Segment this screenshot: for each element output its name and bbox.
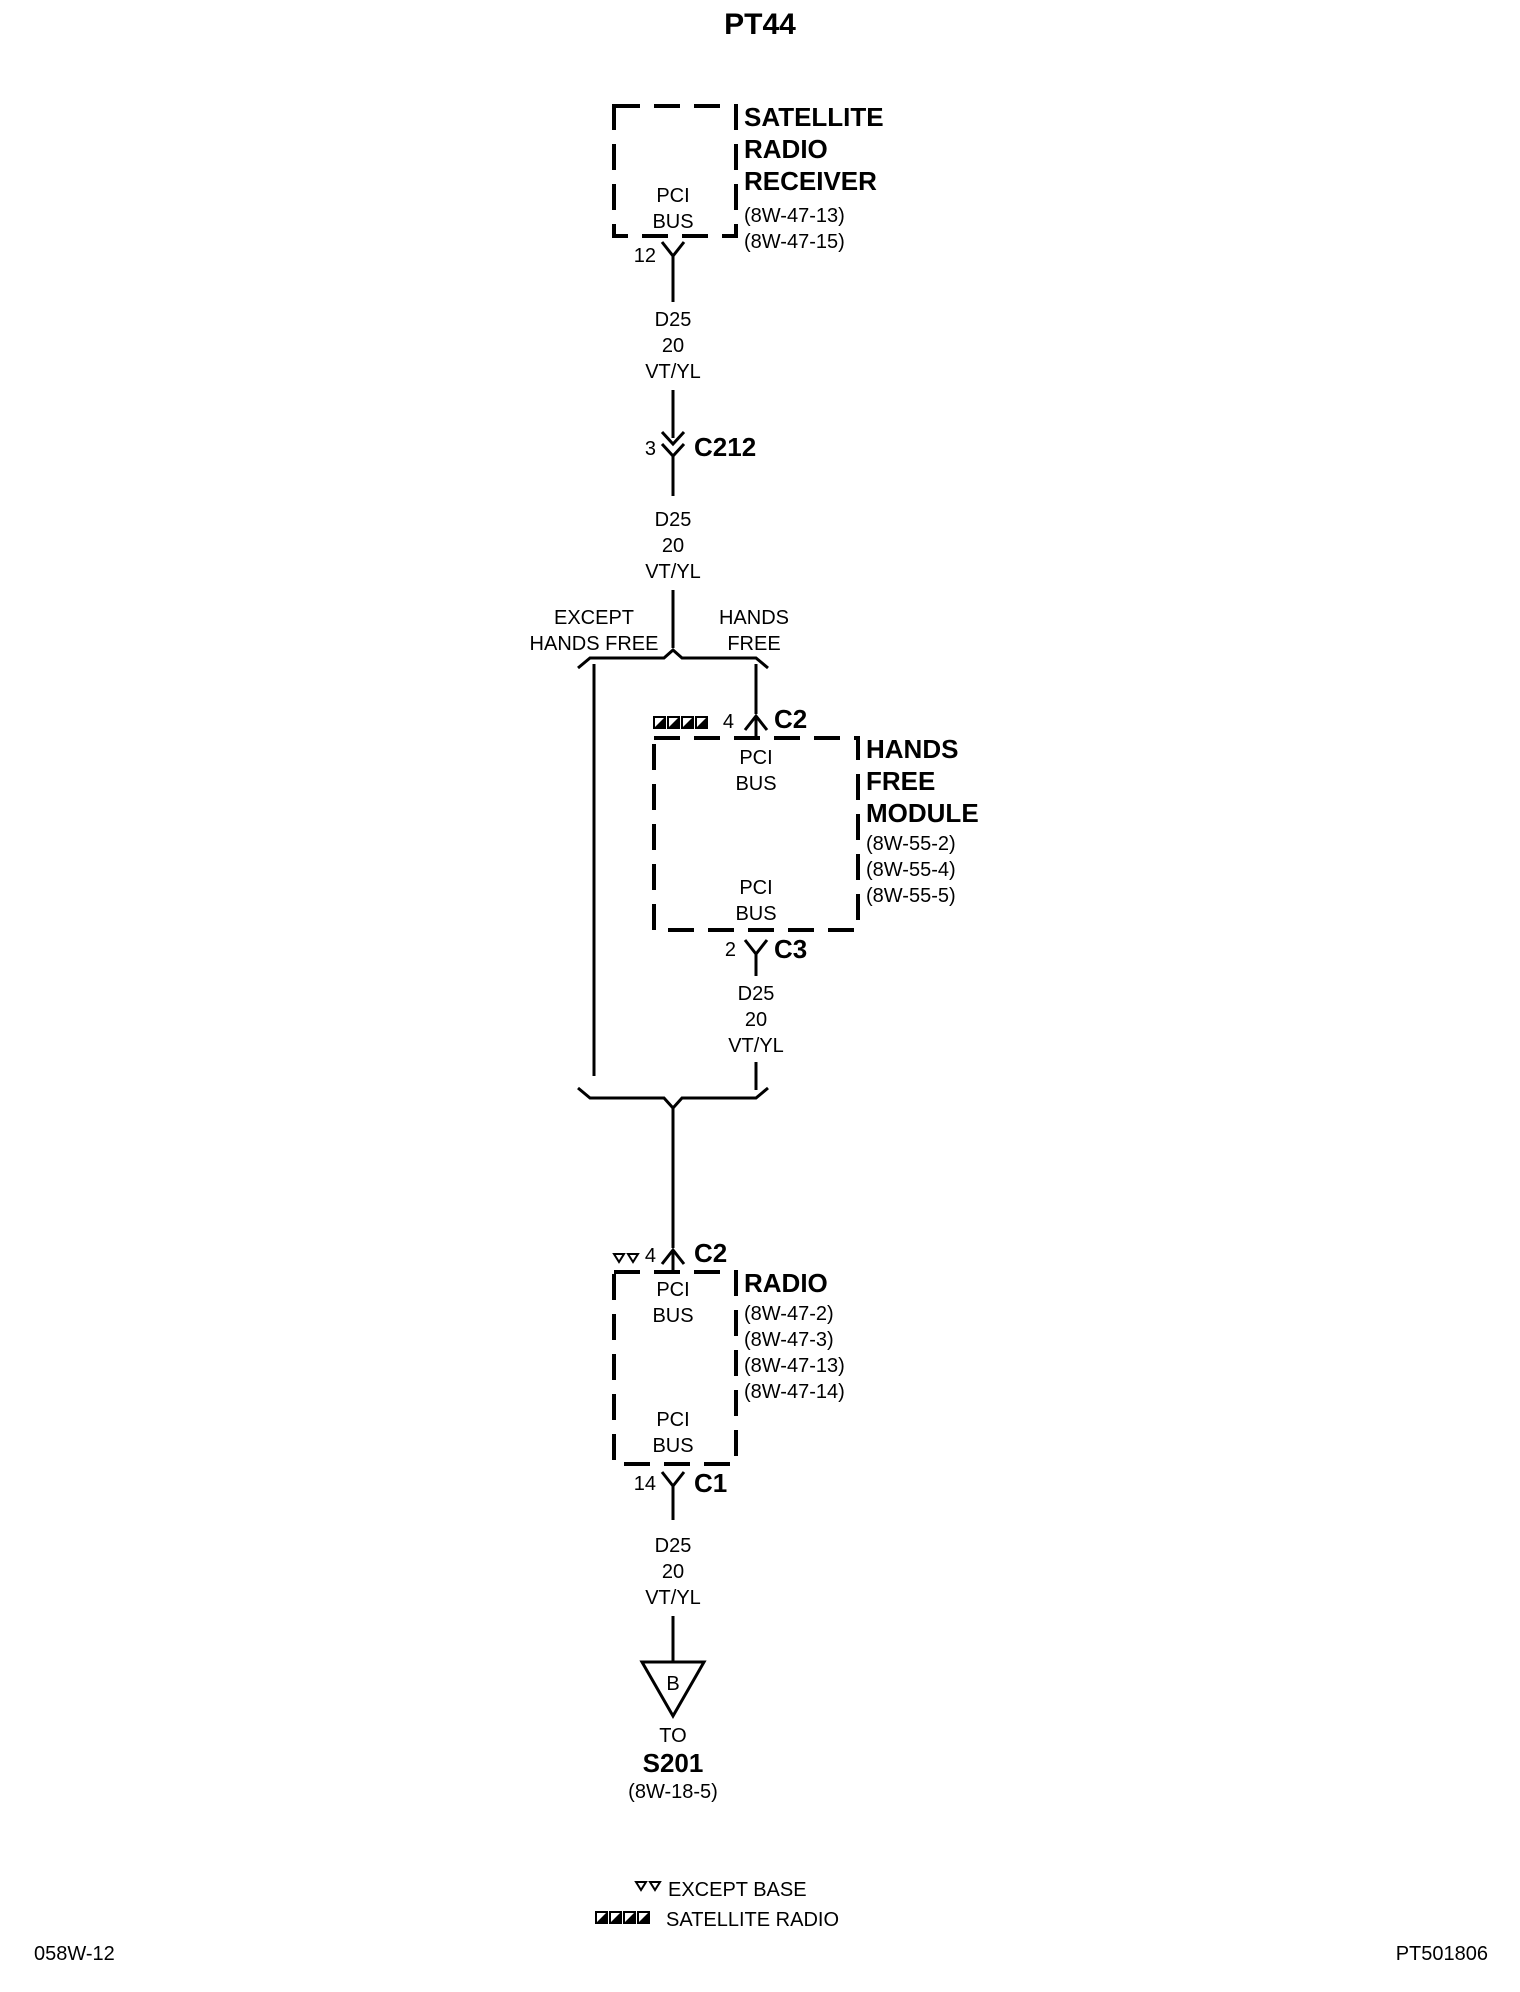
offpage-connector-triangle (639, 1660, 707, 1720)
hfm-name-3: MODULE (866, 798, 979, 828)
hfm-bottom-pin: 2 (725, 939, 736, 961)
radio-ref-3: (8W-47-13) (744, 1355, 845, 1377)
satellite-receiver-inner-2: BUS (652, 211, 693, 233)
radio-top-inner-1: PCI (656, 1279, 689, 1301)
branch-hands-1: HANDS (719, 607, 789, 629)
satellite-receiver-box (612, 104, 738, 238)
radio-box (612, 1270, 738, 1466)
hfm-top-inner-1: PCI (739, 747, 772, 769)
c212-pin: 3 (645, 438, 656, 460)
hfm-name-1: HANDS (866, 734, 958, 764)
upper-branch-brace (577, 647, 769, 670)
footer-right: PT501806 (1396, 1943, 1488, 1965)
footer-left: 058W-12 (34, 1943, 115, 1965)
wire-4-color: VT/YL (645, 1587, 701, 1609)
satellite-receiver-name-2: RADIO (744, 134, 828, 164)
branch-except-2: HANDS FREE (530, 633, 659, 655)
legend-except-base-icon (634, 1881, 662, 1892)
wire-1-circuit: D25 (655, 309, 692, 331)
lower-branch-brace (577, 1086, 769, 1111)
hfm-top-pin: 4 (723, 711, 734, 733)
satellite-receiver-inner-1: PCI (656, 185, 689, 207)
branch-hands-2: FREE (727, 633, 780, 655)
wire-2-gauge: 20 (662, 535, 684, 557)
offpage-ref: (8W-18-5) (628, 1781, 718, 1803)
wire-2-color: VT/YL (645, 561, 701, 583)
legend-except-base: EXCEPT BASE (668, 1879, 807, 1901)
radio-top-inner-2: BUS (652, 1305, 693, 1327)
legend-satellite-radio-icon (595, 1911, 650, 1924)
radio-top-pin: 4 (645, 1245, 656, 1267)
legend-satellite-radio: SATELLITE RADIO (666, 1909, 839, 1931)
wire-1-gauge: 20 (662, 335, 684, 357)
hfm-ref-1: (8W-55-2) (866, 833, 956, 855)
hands-free-module-box (652, 736, 860, 932)
wire-4-circuit: D25 (655, 1535, 692, 1557)
wire-3-gauge: 20 (745, 1009, 767, 1031)
c212-label: C212 (694, 432, 756, 462)
satellite-radio-marker (653, 716, 708, 729)
radio-top-connector: C2 (694, 1238, 727, 1268)
satellite-receiver-name-3: RECEIVER (744, 166, 877, 196)
hfm-ref-2: (8W-55-4) (866, 859, 956, 881)
hfm-bottom-connector: C3 (774, 934, 807, 964)
wire-2-circuit: D25 (655, 509, 692, 531)
hfm-bottom-terminal (743, 939, 769, 962)
radio-ref-4: (8W-47-14) (744, 1381, 845, 1403)
hfm-ref-3: (8W-55-5) (866, 885, 956, 907)
except-base-marker (612, 1253, 640, 1264)
hfm-bottom-inner-1: PCI (739, 877, 772, 899)
offpage-splice: S201 (643, 1748, 704, 1778)
radio-name: RADIO (744, 1268, 828, 1298)
offpage-letter: B (666, 1673, 679, 1695)
wire-3-circuit: D25 (738, 983, 775, 1005)
diagram-title: PT44 (724, 8, 796, 41)
wire-3-color: VT/YL (728, 1035, 784, 1057)
offpage-to: TO (659, 1725, 686, 1747)
wire-1-color: VT/YL (645, 361, 701, 383)
satellite-receiver-ref-1: (8W-47-13) (744, 205, 845, 227)
satellite-receiver-ref-2: (8W-47-15) (744, 231, 845, 253)
radio-bottom-connector: C1 (694, 1468, 727, 1498)
radio-ref-2: (8W-47-3) (744, 1329, 834, 1351)
radio-ref-1: (8W-47-2) (744, 1303, 834, 1325)
hfm-name-2: FREE (866, 766, 935, 796)
satellite-receiver-name-1: SATELLITE (744, 102, 884, 132)
radio-bottom-inner-1: PCI (656, 1409, 689, 1431)
hfm-bottom-inner-2: BUS (735, 903, 776, 925)
radio-bottom-inner-2: BUS (652, 1435, 693, 1457)
radio-bottom-terminal (660, 1471, 686, 1494)
wire-4-gauge: 20 (662, 1561, 684, 1583)
hfm-top-inner-2: BUS (735, 773, 776, 795)
radio-bottom-pin: 14 (634, 1473, 656, 1495)
hfm-top-connector: C2 (774, 704, 807, 734)
branch-except-1: EXCEPT (554, 607, 634, 629)
satellite-receiver-terminal (660, 241, 686, 264)
satellite-receiver-pin: 12 (634, 245, 656, 267)
